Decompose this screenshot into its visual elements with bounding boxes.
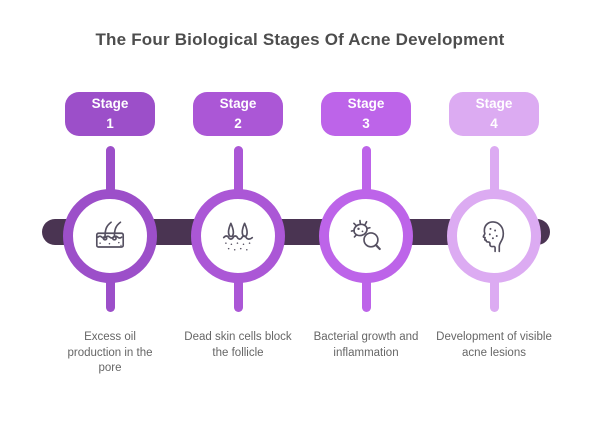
- stage-column-2: Stage 2 Dea: [174, 0, 302, 422]
- stage-circle-4: [447, 189, 541, 283]
- connector-top: [233, 146, 243, 198]
- stage-badge-3: Stage 3: [321, 92, 411, 136]
- stage-circle-1: [63, 189, 157, 283]
- stage-circle-3: [319, 189, 413, 283]
- connector-bottom: [105, 272, 115, 312]
- connector-top: [361, 146, 371, 198]
- badge-stage-number: 2: [234, 116, 242, 131]
- stage-description-2: Dead skin cells block the follicle: [184, 331, 292, 359]
- clogged-follicle-icon: [216, 214, 260, 258]
- stage-column-4: Stage 4 Development of visible acne lesi…: [430, 0, 558, 422]
- badge-stage-number: 1: [106, 116, 114, 131]
- connector-bottom: [233, 272, 243, 312]
- badge-stage-word: Stage: [347, 96, 385, 112]
- stage-badge-4: Stage 4: [449, 92, 539, 136]
- stage-badge-2: Stage 2: [193, 92, 283, 136]
- badge-stage-word: Stage: [219, 96, 257, 112]
- stage-column-3: Stage 3 Bacterial grow: [302, 0, 430, 422]
- connector-bottom: [361, 272, 371, 312]
- page-title: The Four Biological Stages Of Acne Devel…: [95, 30, 505, 49]
- badge-stage-word: Stage: [475, 96, 513, 112]
- connector-top: [105, 146, 115, 198]
- stage-description-3: Bacterial growth and inflammation: [313, 331, 419, 359]
- connector-bottom: [489, 272, 499, 312]
- badge-stage-number: 3: [362, 116, 370, 131]
- badge-stage-word: Stage: [91, 96, 129, 112]
- stage-column-1: Stage 1 Excess oil production in: [46, 0, 174, 422]
- stage-description-4: Development of visible acne lesions: [436, 331, 552, 359]
- stage-description-1: Excess oil production in the pore: [67, 331, 153, 375]
- face-acne-icon: [472, 214, 516, 258]
- bacteria-magnifier-icon: [344, 214, 388, 258]
- connector-top: [489, 146, 499, 198]
- badge-stage-number: 4: [490, 116, 498, 131]
- skin-sebum-icon: [88, 214, 132, 258]
- stage-badge-1: Stage 1: [65, 92, 155, 136]
- stage-circle-2: [191, 189, 285, 283]
